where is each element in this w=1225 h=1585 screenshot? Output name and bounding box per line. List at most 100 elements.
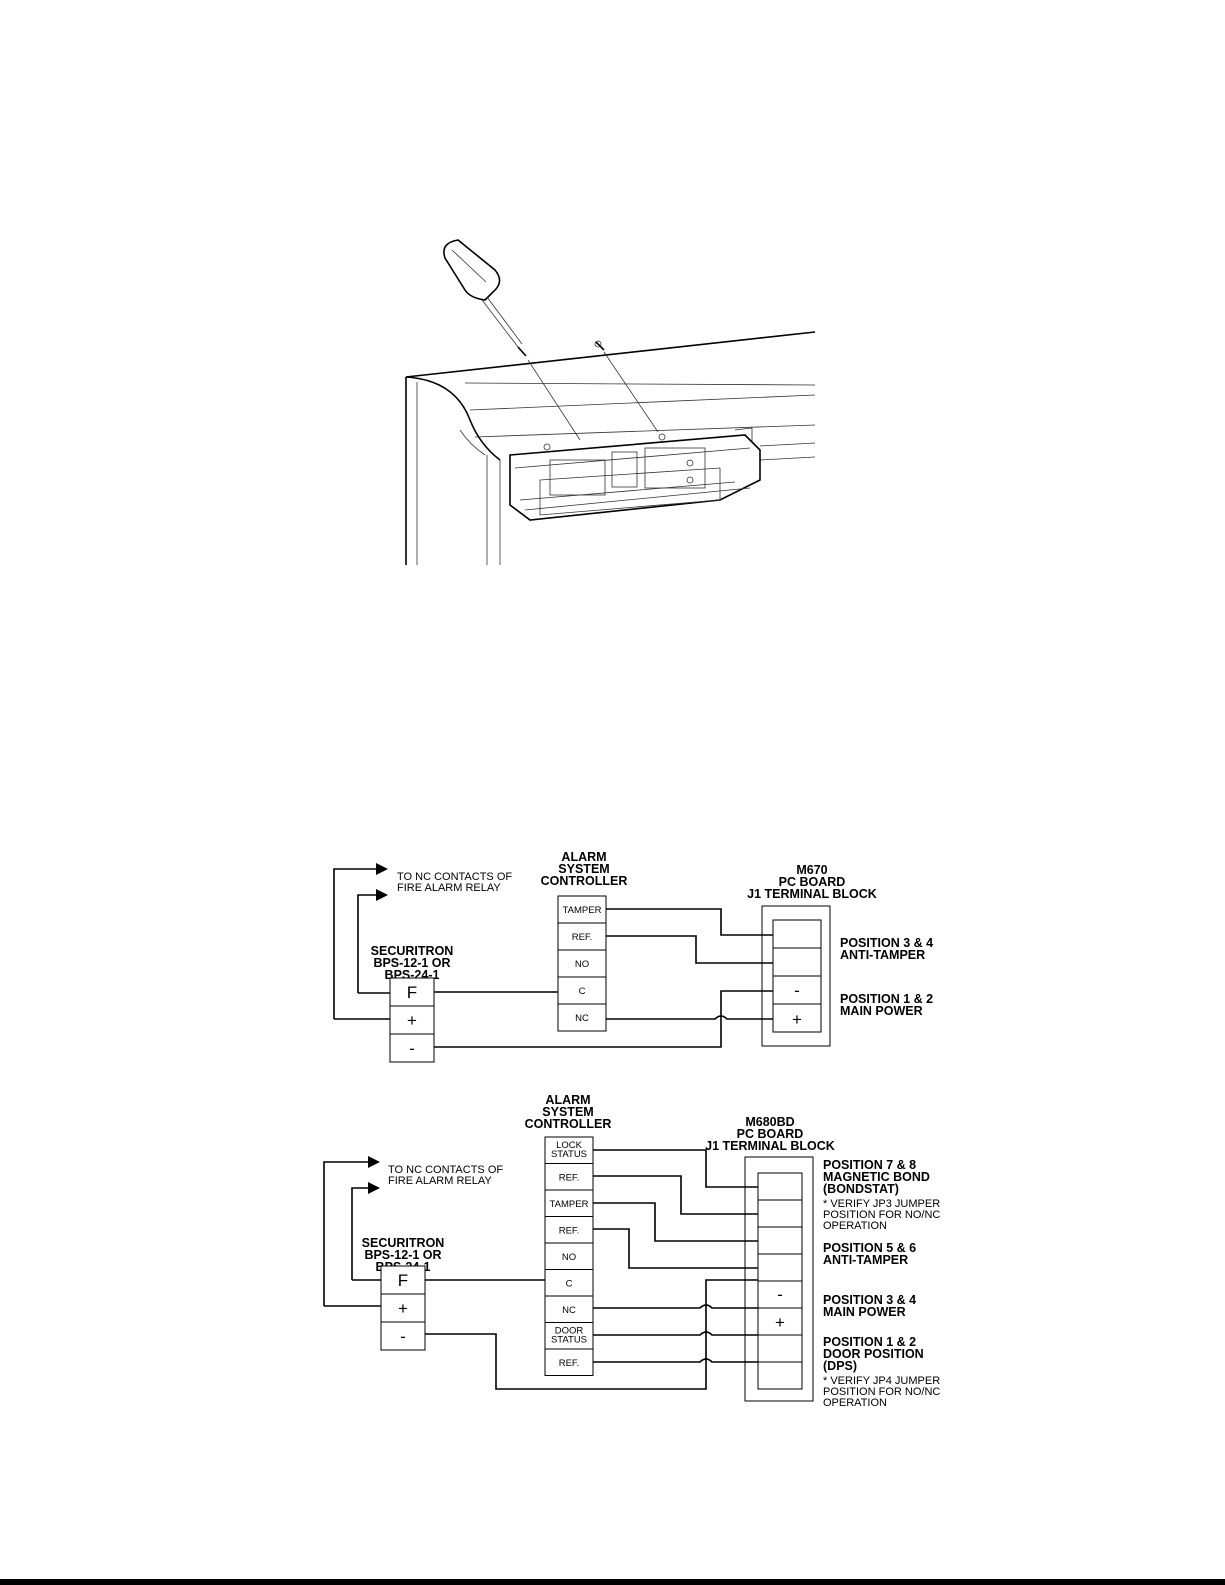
controller-terminal: REF. — [559, 1173, 580, 1184]
wiring-diagram-m680bd: TO NC CONTACTS OF FIRE ALARM RELAY ALARM… — [323, 1093, 940, 1409]
position-label: ANTI-TAMPER — [840, 948, 925, 962]
board-title-3: J1 TERMINAL BLOCK — [747, 887, 877, 901]
wire-ref-2 — [593, 1228, 758, 1269]
wire-tamper — [606, 908, 773, 936]
board-title-3: J1 TERMINAL BLOCK — [705, 1139, 835, 1153]
controller-terminal: REF. — [572, 932, 593, 943]
position-label: POSITION 5 & 6 — [823, 1241, 916, 1255]
header-corner-curve — [405, 376, 501, 461]
psu-terminal: + — [407, 1011, 417, 1030]
jumper-note: POSITION FOR NO/NC — [823, 1209, 940, 1221]
controller-title-2: SYSTEM — [542, 1105, 593, 1119]
wire-lock-status — [593, 1149, 758, 1188]
relay-wire-2 — [351, 1187, 368, 1280]
wire-minus — [425, 1279, 758, 1390]
relay-wire-2 — [357, 894, 378, 993]
jumper-note: POSITION FOR NO/NC — [823, 1386, 940, 1398]
controller-terminal: C — [579, 986, 586, 997]
controller-title-1: ALARM — [545, 1093, 590, 1107]
position-label: ANTI-TAMPER — [823, 1253, 908, 1267]
page-bottom-rule — [0, 1579, 1225, 1585]
controller-terminal-cell — [544, 1189, 594, 1217]
position-label: MAIN POWER — [823, 1305, 906, 1319]
relay-wire-1 — [333, 868, 378, 1019]
jumper-note: * VERIFY JP4 JUMPER — [823, 1375, 940, 1387]
position-label: DOOR POSITION — [823, 1347, 924, 1361]
controller-terminal: NO — [562, 1252, 576, 1263]
relay-note-line-2: FIRE ALARM RELAY — [388, 1175, 492, 1187]
controller-terminal: REF. — [559, 1358, 580, 1369]
board-title-1: M680BD — [745, 1115, 794, 1129]
controller-terminal: LOCK — [556, 1140, 583, 1151]
controller-terminal: STATUS — [551, 1149, 587, 1160]
board-title-1: M670 — [796, 863, 827, 877]
controller-terminal-block: LOCKSTATUSREF.TAMPERREF.NOCNCDOORSTATUSR… — [544, 1136, 594, 1376]
psu-title-2: BPS-12-1 OR — [364, 1248, 441, 1262]
screwdriver-shaft — [481, 299, 519, 348]
controller-terminal: REF. — [559, 1226, 580, 1237]
pc-board — [549, 459, 606, 496]
controller-terminal-cell — [544, 1216, 594, 1244]
board-terminal: + — [792, 1010, 802, 1029]
board-terminal-block: - + — [761, 905, 831, 1047]
wire-nc-to-plus — [606, 1015, 773, 1020]
magnet-housing — [509, 434, 761, 521]
controller-terminal: STATUS — [551, 1335, 587, 1346]
header-top-edge — [405, 331, 816, 378]
controller-terminal: TAMPER — [563, 905, 602, 916]
position-label: POSITION 1 & 2 — [840, 992, 933, 1006]
board-terminal-block: - + — [744, 1156, 814, 1402]
board-title-2: PC BOARD — [779, 875, 846, 889]
board-terminal: - — [777, 1285, 783, 1304]
wire-minus — [434, 990, 773, 1048]
relay-note-line-1: TO NC CONTACTS OF — [388, 1164, 503, 1176]
board-title-2: PC BOARD — [737, 1127, 804, 1141]
controller-terminal: TAMPER — [550, 1199, 589, 1210]
wire-nc-to-plus — [593, 1304, 758, 1309]
position-label: POSITION 7 & 8 — [823, 1158, 916, 1172]
controller-terminal: NC — [575, 1013, 589, 1024]
psu-terminal: F — [407, 983, 417, 1002]
controller-terminal-cell — [544, 1295, 594, 1323]
controller-title-3: CONTROLLER — [541, 874, 628, 888]
door-header-illustration — [405, 239, 816, 565]
position-label: (BONDSTAT) — [823, 1182, 899, 1196]
board-terminal: + — [775, 1313, 785, 1332]
controller-title-1: ALARM — [561, 850, 606, 864]
wire-ref-1 — [593, 1175, 758, 1215]
controller-terminal-block: TAMPER REF. NO C NC — [557, 895, 607, 1032]
jumper-note: OPERATION — [823, 1397, 887, 1409]
relay-note-line-1: TO NC CONTACTS OF — [397, 871, 512, 883]
position-label: (DPS) — [823, 1359, 857, 1373]
position-label: POSITION 1 & 2 — [823, 1335, 916, 1349]
wire-ref — [606, 935, 773, 964]
psu-terminal: + — [398, 1299, 408, 1318]
wire-ref-3 — [593, 1358, 758, 1363]
psu-terminal: - — [409, 1039, 415, 1058]
relay-wire-1 — [323, 1161, 368, 1306]
controller-terminal: NO — [575, 959, 589, 970]
position-label: MAGNETIC BOND — [823, 1170, 930, 1184]
position-label: POSITION 3 & 4 — [823, 1293, 916, 1307]
psu-title-2: BPS-12-1 OR — [373, 956, 450, 970]
controller-title-3: CONTROLLER — [525, 1117, 612, 1131]
wiring-diagram-m670: TO NC CONTACTS OF FIRE ALARM RELAY ALARM… — [333, 850, 933, 1063]
psu-terminal-block: F + - — [389, 977, 435, 1063]
screwdriver-handle — [443, 239, 501, 301]
controller-title-2: SYSTEM — [558, 862, 609, 876]
controller-terminal: NC — [562, 1305, 576, 1316]
controller-terminal: DOOR — [555, 1326, 584, 1337]
psu-title-1: SECURITRON — [371, 944, 454, 958]
controller-terminal-cell — [544, 1163, 594, 1191]
psu-title-1: SECURITRON — [362, 1236, 445, 1250]
controller-terminal: C — [566, 1279, 573, 1290]
relay-note-line-2: FIRE ALARM RELAY — [397, 882, 501, 894]
psu-terminal: F — [398, 1271, 408, 1290]
wire-tamper — [593, 1202, 758, 1242]
board-terminal: - — [794, 981, 800, 1000]
jumper-note: * VERIFY JP3 JUMPER — [823, 1198, 940, 1210]
position-label: MAIN POWER — [840, 1004, 923, 1018]
jumper-note: OPERATION — [823, 1220, 887, 1232]
psu-terminal-block: F + - — [380, 1265, 426, 1351]
